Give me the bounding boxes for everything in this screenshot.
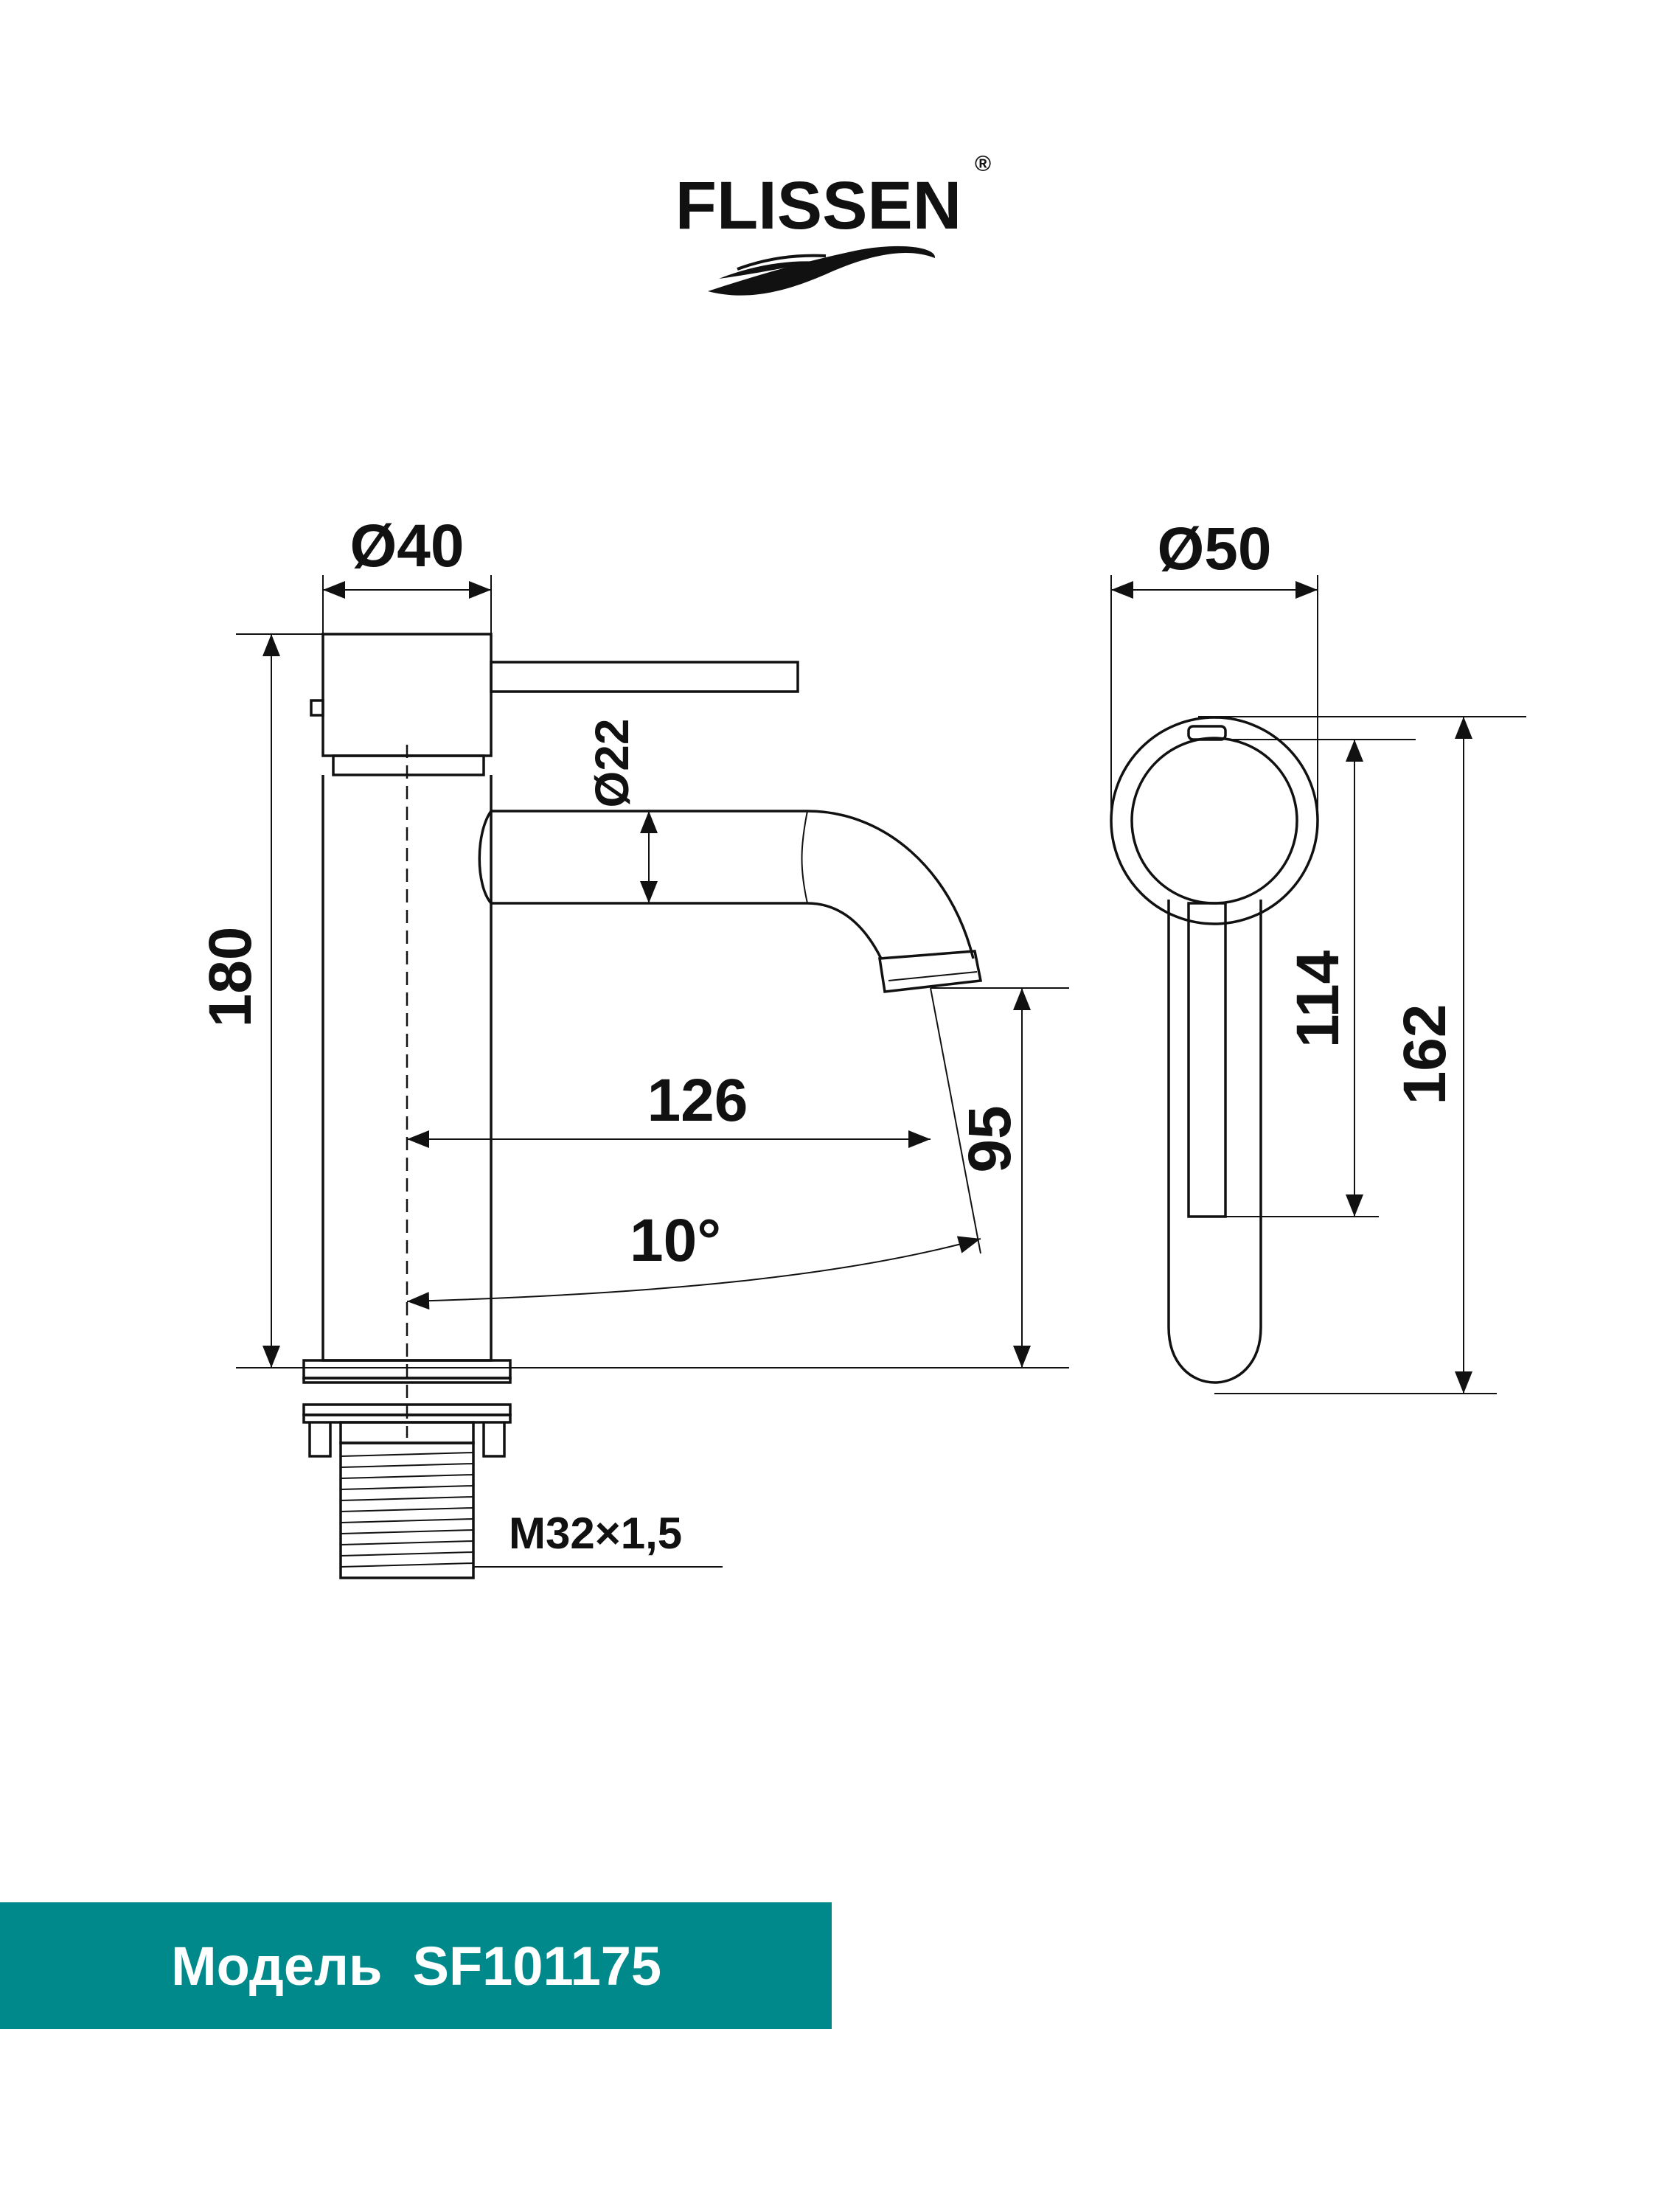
dim-spout-angle: 10° xyxy=(630,1207,721,1274)
dim-spout-reach: 126 xyxy=(647,1067,748,1134)
dim-total-height: 180 xyxy=(197,927,264,1028)
dim-handle-length: 114 xyxy=(1284,950,1352,1048)
model-label: Модель xyxy=(171,1935,383,1997)
registered-mark: ® xyxy=(975,152,991,176)
dim-handle-total: 162 xyxy=(1391,1004,1458,1105)
thread-hatching xyxy=(340,1452,474,1568)
brand-name: FLISSEN xyxy=(675,168,961,243)
side-dimensions xyxy=(1110,575,1526,1394)
dim-handle-diameter: Ø50 xyxy=(1158,515,1272,582)
front-dimensions xyxy=(236,575,1069,1568)
brand-logo: FLISSEN ® xyxy=(675,152,991,296)
model-code: SF101175 xyxy=(412,1935,662,1997)
model-spacer xyxy=(383,1935,413,1997)
faucet-front-view xyxy=(302,633,983,1579)
faucet-side-view xyxy=(1110,716,1319,1384)
dim-thread: M32×1,5 xyxy=(509,1509,682,1558)
dim-body-diameter: Ø40 xyxy=(350,512,465,580)
dim-spout-height: 95 xyxy=(956,1105,1023,1172)
wave-icon xyxy=(708,246,936,296)
model-banner: Модель SF101175 xyxy=(0,1902,832,2029)
dim-spout-diameter: Ø22 xyxy=(585,719,639,808)
